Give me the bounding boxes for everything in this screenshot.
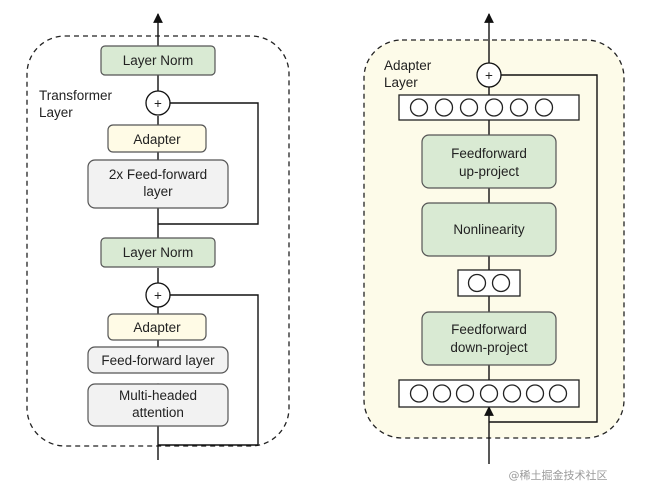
feedforward-down-project-box [421, 311, 557, 366]
neuron [459, 98, 479, 117]
neuron [409, 98, 429, 117]
watermark-text: @稀土掘金技术社区 [509, 468, 608, 482]
adapter-top-label: Adapter [133, 132, 181, 147]
transformer-caption-line2: Layer [39, 105, 73, 120]
up-project-label-line1: Feedforward [451, 146, 527, 161]
neuron [525, 384, 545, 403]
plus-symbol-bottom: + [154, 288, 162, 303]
nonlinearity-box [421, 202, 557, 257]
mha-label-line2: attention [132, 405, 184, 420]
down-project-label-line2: down-project [450, 340, 528, 355]
neuron [467, 273, 487, 293]
residual-add-bottom [145, 282, 171, 308]
feedforward-up-project-box [421, 134, 557, 189]
neuron [548, 384, 568, 403]
plus-symbol-top: + [154, 96, 162, 111]
adapter-residual-add [476, 62, 502, 88]
adapter-caption-line1: Adapter [384, 58, 432, 73]
up-project-label-line2: up-project [459, 164, 519, 179]
input-neurons [409, 384, 568, 403]
adapter-box-top [107, 124, 207, 153]
layer-norm-top-label: Layer Norm [123, 53, 194, 68]
bottleneck-neuron-row [457, 269, 521, 297]
neuron [502, 384, 522, 403]
layer-norm-middle [100, 237, 216, 268]
multi-headed-attention-box [87, 383, 229, 427]
adapter-box-bottom [107, 313, 207, 341]
residual-add-top [145, 90, 171, 116]
mha-label-line1: Multi-headed [119, 388, 197, 403]
layer-norm-middle-label: Layer Norm [123, 245, 194, 260]
feed-forward-2x-box [87, 159, 229, 209]
ff2x-label-line2: layer [143, 184, 173, 199]
transformer-caption-line1: Transformer [39, 88, 113, 103]
neuron [434, 98, 454, 117]
bottleneck-neurons [467, 273, 511, 293]
down-project-label-line1: Feedforward [451, 322, 527, 337]
feed-forward-layer-box [87, 346, 229, 374]
neuron [491, 273, 511, 293]
neuron [534, 98, 554, 117]
adapter-bottom-label: Adapter [133, 320, 181, 335]
adapter-plus-symbol: + [485, 68, 493, 83]
output-neurons [409, 98, 554, 117]
neuron [484, 98, 504, 117]
neuron [432, 384, 452, 403]
nonlinearity-label: Nonlinearity [453, 222, 525, 237]
layer-norm-top [100, 45, 216, 76]
neuron [509, 98, 529, 117]
feed-forward-label: Feed-forward layer [101, 353, 215, 368]
neuron [409, 384, 429, 403]
ff2x-label-line1: 2x Feed-forward [109, 167, 207, 182]
neuron [479, 384, 499, 403]
adapter-caption-line2: Layer [384, 75, 418, 90]
neuron [455, 384, 475, 403]
